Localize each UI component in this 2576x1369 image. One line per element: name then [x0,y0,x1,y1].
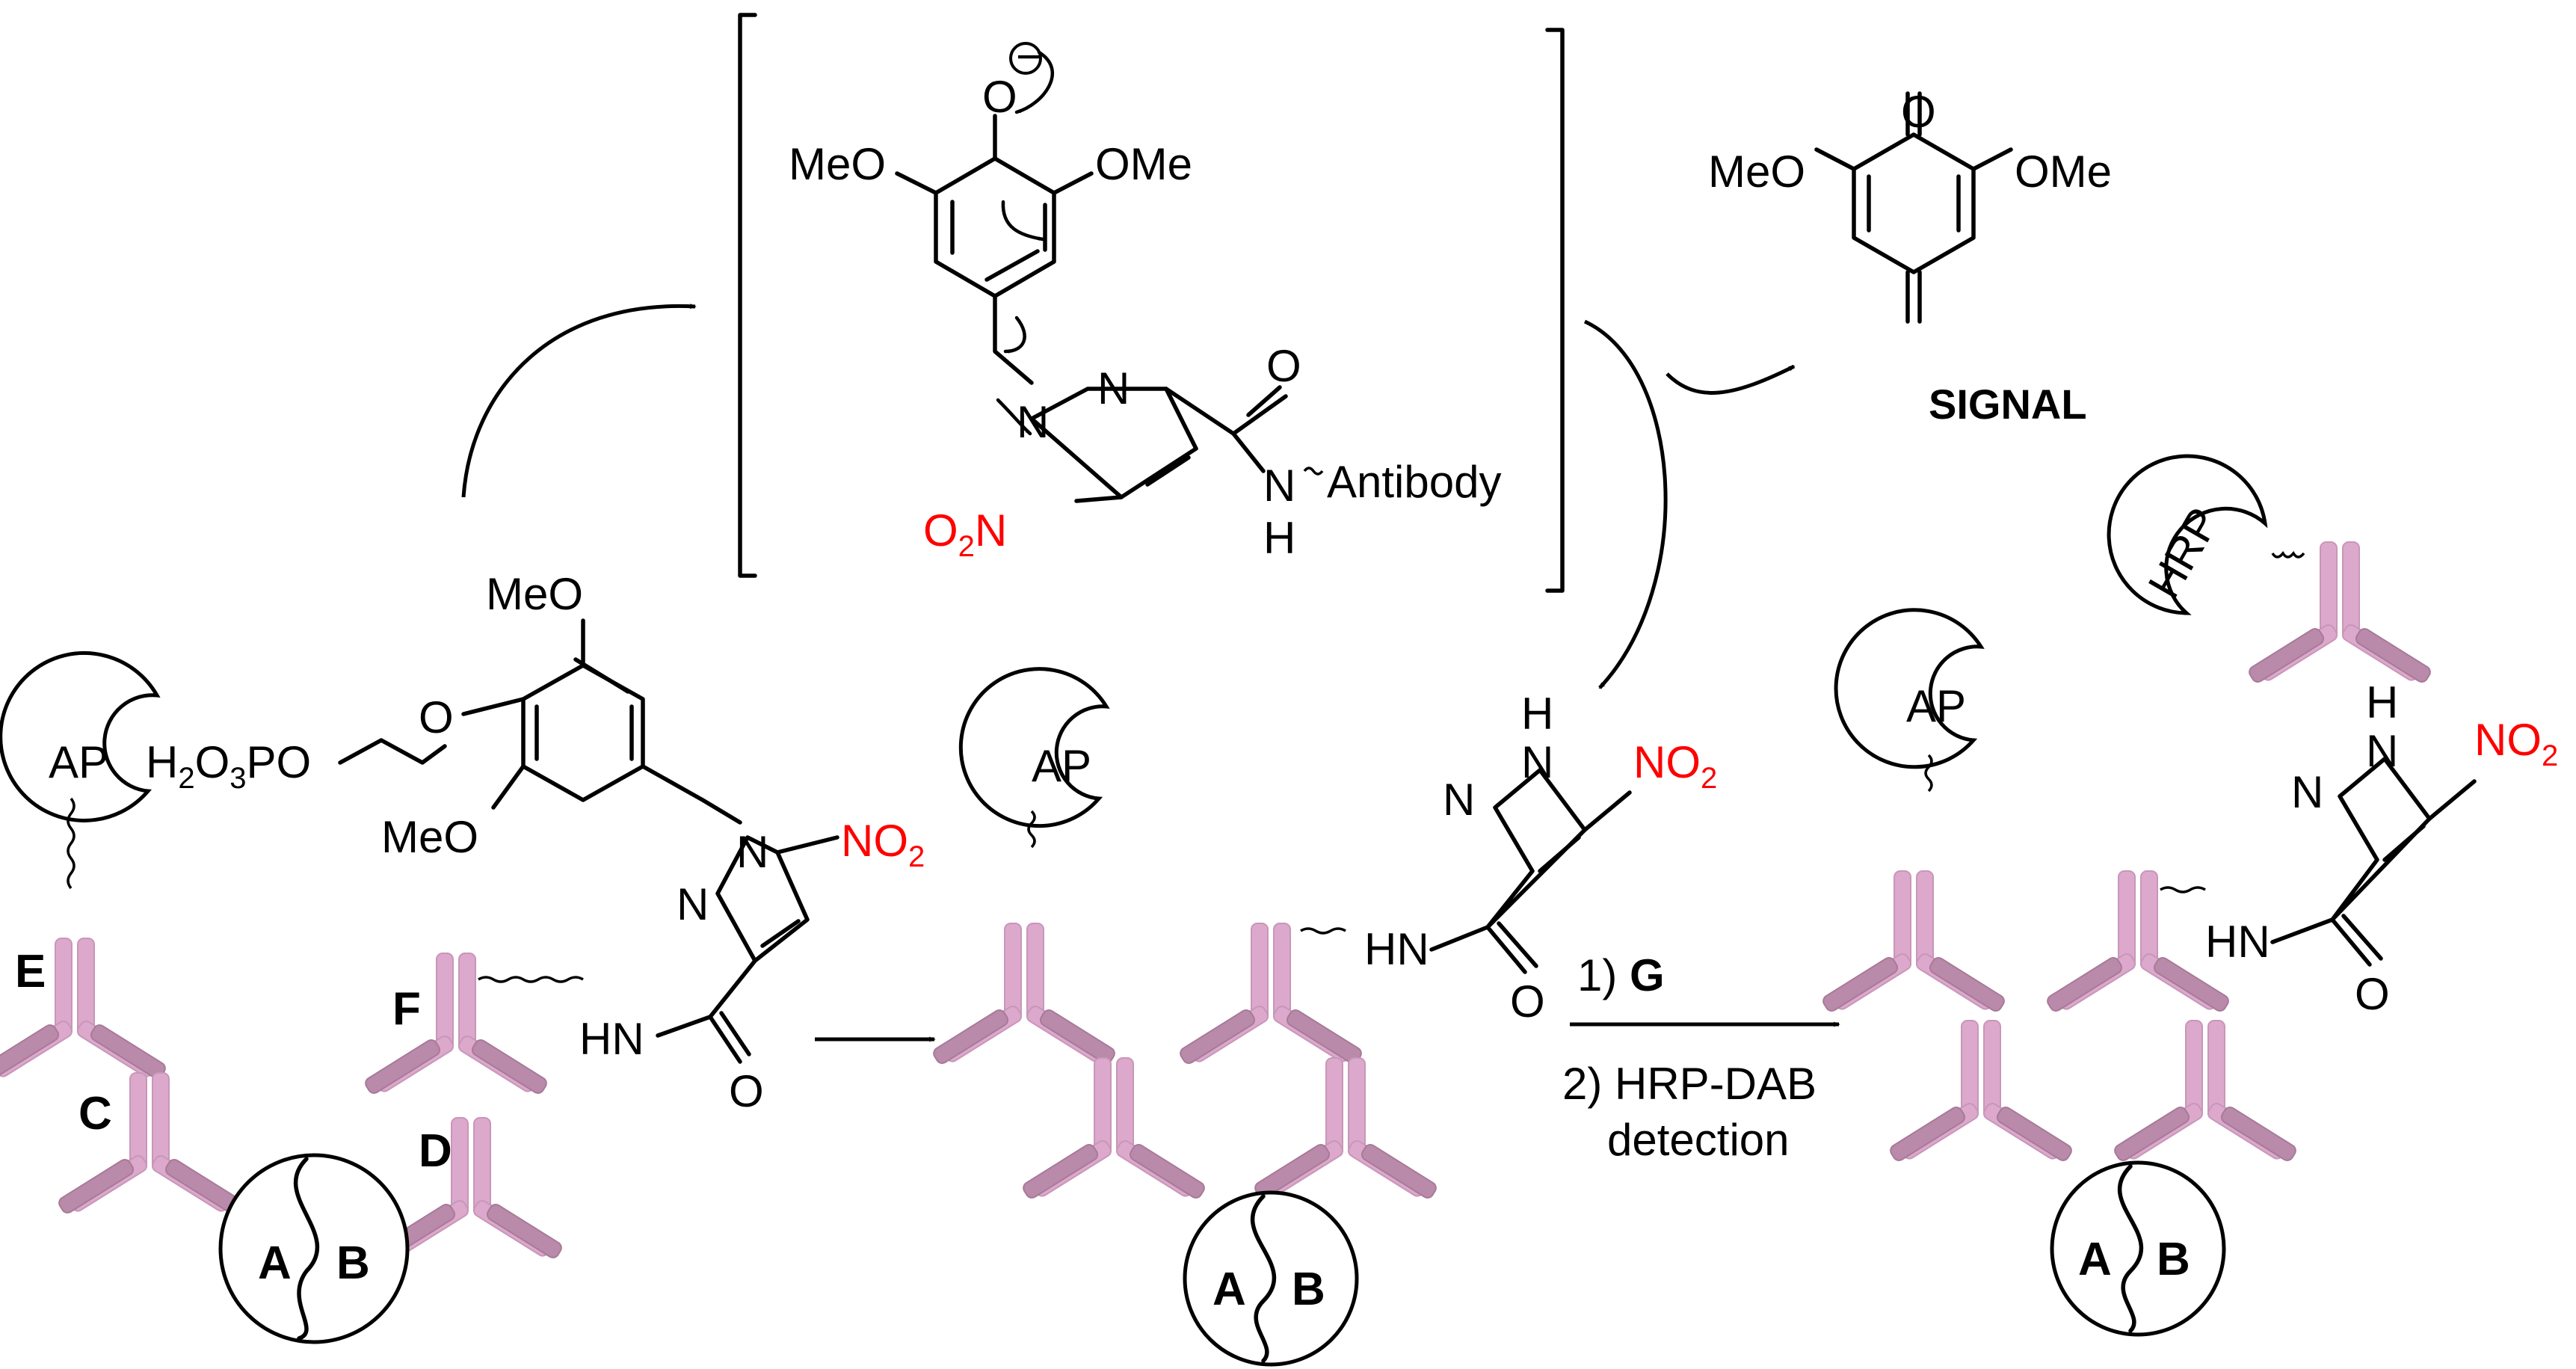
meo-bottom-left: MeO [381,812,478,862]
arrow-from-intermediate [1583,319,1668,689]
meo-top-left: MeO [486,569,583,619]
antibody-right-3 [1888,1020,2074,1163]
carbonyl-o-left: O [729,1066,764,1116]
label-d: D [419,1125,452,1177]
ap-label-right: AP [1906,681,1966,731]
phenolate-o: O [982,72,1017,122]
ap-enzyme-right [1834,608,1985,769]
antibody-right-2 [2045,870,2231,1014]
antibody-middle-2 [1177,923,1364,1066]
ome-right: OMe [1095,139,1192,189]
signal-label: SIGNAL [1929,381,2087,428]
carbonyl-o: O [1266,341,1301,391]
step2-line2: detection [1607,1115,1790,1165]
carbonyl-o-right: O [2355,969,2390,1019]
pyrazole-h-middle: H [1521,689,1553,739]
antigen-a-middle: A [1212,1264,1246,1315]
step-conditions: 1) G 2) HRP-DAB detection [1562,950,1840,1165]
nitro-middle: NO2 [1633,737,1717,795]
quinone-o: O [1901,87,1936,137]
antibody-right-4 [2112,1020,2299,1163]
pyrazole-n-right: N [2291,767,2323,817]
step1-text: 1) G [1577,950,1665,1000]
amide-hn-middle: HN [1364,924,1429,974]
quinone-ome: OMe [2015,147,2112,197]
antibody-label: Antibody [1327,457,1502,507]
meo-left: MeO [789,139,886,189]
amide-hn-right: HN [2205,917,2270,967]
nitro-group-top: O2N [923,505,1007,563]
label-c: C [78,1088,112,1139]
pyrazole-n2-left: N [677,879,709,929]
label-f: F [392,983,421,1035]
ap-enzyme-left [0,651,161,822]
antigen-b-left: B [336,1237,370,1289]
antigen-a-right: A [2078,1234,2112,1285]
carbonyl-o-middle: O [1510,976,1545,1027]
antibody-hrp [2246,541,2433,685]
label-e: E [15,946,46,997]
negative-charge: − [1016,31,1042,81]
quinone-methide-byproduct: O MeO OMe [1708,87,2112,324]
hrp-enzyme [2107,454,2268,615]
pyrazole-n-middle: N [1443,775,1475,825]
pyrazole-n2: N [1097,363,1130,413]
antigen-ab-middle: A B [1183,1190,1359,1367]
quinone-meo: MeO [1708,147,1805,197]
pyrazole-n1-left: N [736,827,768,877]
amide-hn-left: HN [579,1014,644,1064]
nitro-right: NO2 [2474,715,2558,772]
pyrazole-n1: N [1017,397,1049,447]
antibody-middle-4 [1252,1057,1439,1201]
pyrazole-nh-right: N [2366,726,2398,776]
right-panel: SIGNAL HRP AP A B HN O N N H NO2 [1820,381,2558,1337]
antigen-ab-left: A B [218,1153,410,1344]
antibody-right-1 [1820,870,2007,1014]
antibody-middle-1 [931,923,1118,1066]
arrow-to-intermediate [461,304,697,498]
step2-line1: 2) HRP-DAB [1562,1059,1817,1109]
ap-label-middle: AP [1032,741,1091,791]
pyrazole-nh-middle: N [1521,737,1553,787]
amide-n: N [1263,461,1295,511]
pyrazole-h-right: H [2366,677,2398,727]
antigen-ab-right: A B [2050,1160,2226,1337]
phosphate-group: H2O3PO [146,737,311,795]
amide-h: H [1263,513,1295,563]
quinone-methide-intermediate: O − MeO OMe N N O N H Antibody O2N [789,31,1502,563]
antibody-middle-3 [1020,1057,1207,1201]
antigen-b-middle: B [1292,1264,1325,1315]
intermediate-bracket [738,13,1565,593]
antigen-a-left: A [258,1237,292,1289]
left-panel: AP E C D F A B H2O3PO O MeO MeO N [0,569,925,1344]
ap-label-left: AP [49,737,108,787]
antibody-f [363,953,549,1096]
middle-panel: AP A B HN O N N H NO2 [931,667,1717,1367]
ap-enzyme-middle [958,667,1110,828]
nitro-left: NO2 [841,816,925,873]
antigen-b-right: B [2157,1234,2190,1285]
arrow-to-byproduct [1666,364,1796,395]
ether-o-left: O [419,692,454,742]
